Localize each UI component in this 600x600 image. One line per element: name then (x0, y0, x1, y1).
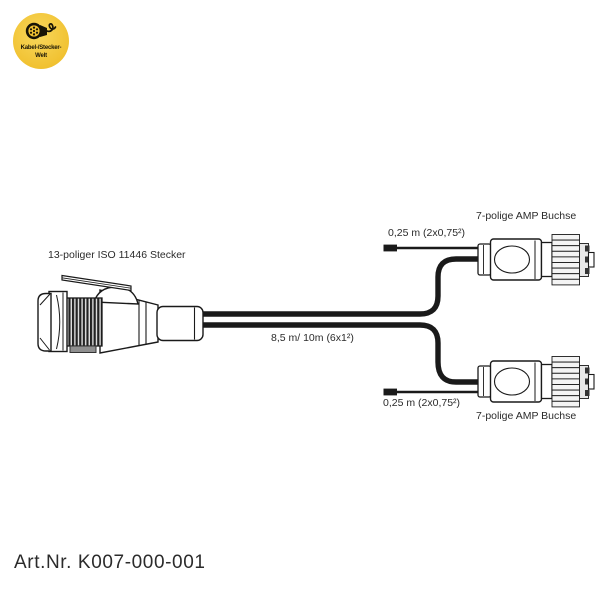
main-cable-length-label: 8,5 m/ 10m (6x1²) (271, 332, 354, 344)
plug-label: 13-poliger ISO 11446 Stecker (48, 249, 186, 261)
bottom-branch-cable (202, 322, 480, 385)
bottom-cable-stub (383, 388, 480, 396)
bottom-branch-length-label: 0,25 m (2x0,75²) (383, 397, 461, 409)
brand-logo: Kabel-/Stecker- Welt (13, 13, 69, 69)
amp-socket-bottom-drawing (477, 355, 595, 408)
iso-plug-drawing (37, 274, 204, 354)
brand-logo-text-line1: Kabel-/Stecker- (20, 45, 62, 51)
bottom-connector-label: 7-polige AMP Buchse (476, 410, 577, 422)
top-branch-cable (202, 256, 480, 317)
amp-socket-top-drawing (477, 234, 595, 286)
plug-cable-icon (25, 22, 57, 40)
top-branch-length-label: 0,25 m (2x0,75²) (388, 227, 466, 239)
main-cable (202, 256, 480, 385)
brand-logo-text-line2: Welt (35, 52, 47, 59)
top-cable-stub (383, 244, 480, 252)
top-connector-label: 7-polige AMP Buchse (476, 210, 577, 222)
article-number: Art.Nr. K007-000-001 (14, 552, 206, 573)
